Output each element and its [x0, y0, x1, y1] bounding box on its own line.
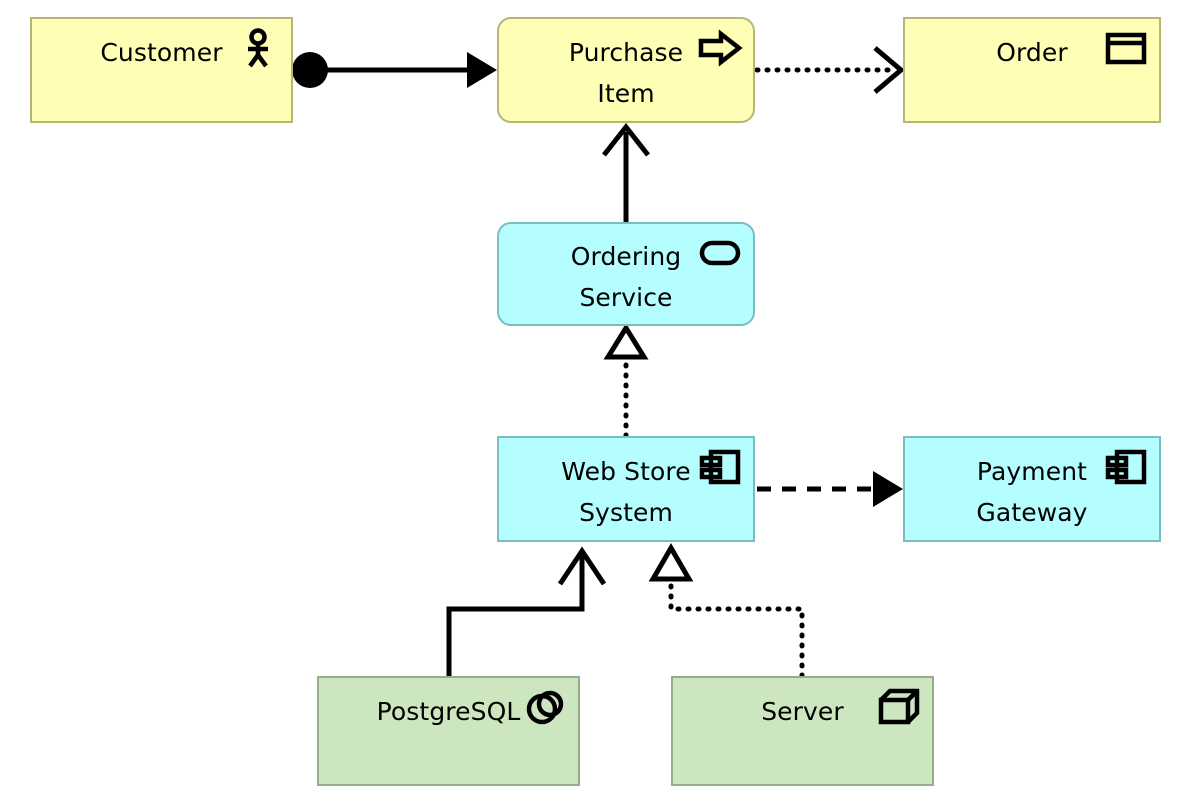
node-server-label: Server — [761, 697, 844, 726]
node-ordering-service-label: Ordering Service — [570, 242, 682, 312]
node-postgresql-label: PostgreSQL — [376, 697, 521, 726]
application-service-icon — [699, 240, 741, 266]
system-software-icon — [526, 690, 564, 725]
node-postgresql[interactable]: PostgreSQL — [317, 676, 580, 786]
node-icon — [878, 688, 920, 725]
edge-web-store-system-to-payment-gateway[interactable] — [757, 471, 903, 507]
edge-web-store-system-to-ordering-service[interactable] — [603, 323, 649, 439]
edge-purchase-item-to-order[interactable] — [754, 46, 905, 94]
node-purchase-item-label: Purchase Item — [568, 38, 684, 108]
node-payment-gateway-label: Payment Gateway — [976, 457, 1088, 527]
node-web-store-system-label: Web Store System — [561, 457, 691, 527]
node-ordering-service[interactable]: Ordering Service — [497, 222, 755, 326]
node-order[interactable]: Order — [903, 17, 1161, 123]
business-object-icon — [1105, 32, 1147, 65]
node-customer[interactable]: Customer — [30, 17, 293, 123]
edge-postgresql-to-web-store-system[interactable] — [446, 546, 607, 676]
edge-ordering-service-to-purchase-item[interactable] — [602, 122, 650, 222]
node-customer-label: Customer — [100, 38, 223, 67]
edge-server-to-web-store-system[interactable] — [648, 543, 805, 679]
node-purchase-item[interactable]: Purchase Item — [497, 17, 755, 123]
application-component-icon — [699, 449, 741, 485]
node-payment-gateway[interactable]: Payment Gateway — [903, 436, 1161, 542]
node-server[interactable]: Server — [671, 676, 934, 786]
node-web-store-system[interactable]: Web Store System — [497, 436, 755, 542]
business-actor-icon — [248, 28, 268, 68]
edge-customer-to-purchase-item[interactable] — [292, 52, 497, 88]
node-order-label: Order — [996, 38, 1068, 67]
application-component-icon — [1105, 449, 1147, 485]
business-process-icon — [698, 29, 743, 67]
